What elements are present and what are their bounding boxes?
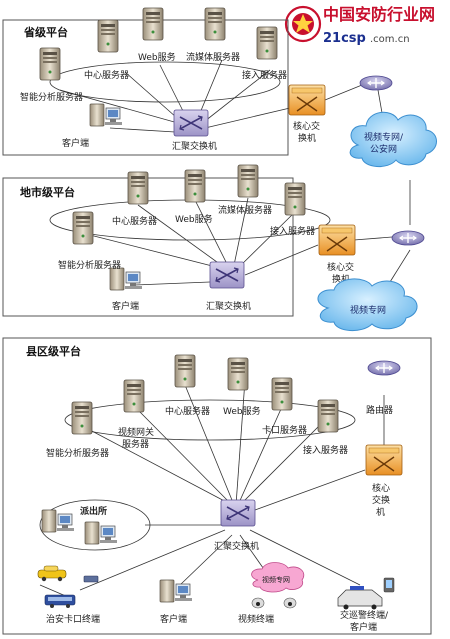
municipal-streaming-server-label: 流媒体服务器 bbox=[218, 204, 272, 216]
provincial-analysis-server-label: 智能分析服务器 bbox=[20, 91, 83, 103]
county-core-switch-label-2: 交换 bbox=[372, 494, 390, 506]
provincial-title: 省级平台 bbox=[23, 25, 68, 39]
logo-name-cn: 中国安防行业网 bbox=[323, 5, 435, 24]
police-station-label: 派出所 bbox=[80, 505, 107, 517]
logo-site: 21csp bbox=[323, 31, 366, 46]
video-camera-icon bbox=[251, 597, 297, 609]
municipal-core-switch-label-1: 核心交 bbox=[327, 261, 354, 273]
municipal-center-server-label: 中心服务器 bbox=[112, 215, 157, 227]
county-router-label: 路由器 bbox=[366, 404, 393, 416]
provincial-router-icon bbox=[359, 75, 393, 91]
video-network-label: 视频专网 bbox=[262, 575, 290, 584]
county-checkpoint-server-icon bbox=[271, 377, 293, 411]
municipal-agg-switch-icon bbox=[209, 261, 245, 289]
municipal-core-switch-icon bbox=[318, 224, 356, 256]
provincial-core-switch-label-2: 换机 bbox=[298, 132, 316, 144]
logo-domain: .com.cn bbox=[370, 34, 410, 45]
county-client-label: 客户端 bbox=[160, 613, 187, 625]
provincial-access-server-icon bbox=[256, 26, 278, 60]
county-title: 县区级平台 bbox=[26, 344, 81, 358]
provincial-client-pc-icon bbox=[89, 103, 123, 127]
municipal-title: 地市级平台 bbox=[20, 185, 75, 199]
county-gateway-server-label-2: 服务器 bbox=[122, 438, 149, 450]
municipal-web-server-icon bbox=[184, 169, 206, 203]
traffic-police-terminal-icon bbox=[337, 577, 395, 610]
county-checkpoint-server-label: 卡口服务器 bbox=[262, 424, 307, 436]
county-web-server-icon bbox=[227, 357, 249, 391]
checkpoint-terminal-label: 治安卡口终端 bbox=[46, 613, 100, 625]
municipal-agg-switch-label: 汇聚交换机 bbox=[206, 300, 251, 312]
county-gateway-server-label-1: 视频网关 bbox=[118, 426, 154, 438]
county-agg-switch-label: 汇聚交换机 bbox=[214, 540, 259, 552]
provincial-web-server-label: Web服务 bbox=[138, 51, 176, 63]
county-router-icon bbox=[367, 360, 401, 376]
municipal-center-server-icon bbox=[127, 171, 149, 205]
provincial-center-server-label: 中心服务器 bbox=[84, 69, 129, 81]
municipal-platform: 地市级平台 智能分析服务器 中心服务器 Web服务 流媒体服务器 接入服务器 客… bbox=[20, 164, 425, 312]
county-center-server-label: 中心服务器 bbox=[165, 405, 210, 417]
video-network-cloud: 视频专网 bbox=[251, 562, 305, 593]
county-center-server-icon bbox=[174, 354, 196, 388]
municipal-client-pc-icon bbox=[109, 267, 143, 291]
police-station-pc-1-icon bbox=[41, 509, 75, 533]
provincial-platform: 省级平台 智能分析服务器 中心服务器 Web服务 流媒体服务器 接入服务器 客户… bbox=[20, 7, 393, 152]
municipal-client-label: 客户端 bbox=[112, 300, 139, 312]
checkpoint-terminal-icon bbox=[37, 565, 99, 608]
cloud-mid-label: 视频专网 bbox=[350, 304, 386, 316]
traffic-terminal-label-2: 客户端 bbox=[350, 621, 377, 633]
county-access-server-label: 接入服务器 bbox=[303, 444, 348, 456]
county-core-switch-icon bbox=[365, 444, 403, 476]
provincial-center-server-icon bbox=[97, 19, 119, 53]
provincial-web-server-icon bbox=[142, 7, 164, 41]
county-frame bbox=[2, 337, 432, 635]
county-client-pc-icon bbox=[159, 579, 193, 603]
county-core-switch-label-3: 机 bbox=[376, 506, 385, 518]
site-logo: 中国安防行业网 21csp .com.cn bbox=[284, 5, 435, 46]
police-station-pc-2-icon bbox=[84, 521, 118, 545]
municipal-web-server-label: Web服务 bbox=[175, 213, 213, 225]
provincial-streaming-server-icon bbox=[204, 7, 226, 41]
provincial-client-label: 客户端 bbox=[62, 137, 89, 149]
provincial-core-switch-icon bbox=[288, 84, 326, 116]
county-core-switch-label-1: 核心 bbox=[372, 482, 390, 494]
provincial-streaming-server-label: 流媒体服务器 bbox=[186, 51, 240, 63]
provincial-core-switch-label-1: 核心交 bbox=[293, 120, 320, 132]
county-web-server-label: Web服务 bbox=[223, 405, 261, 417]
cloud-private-network-mid: 视频专网 bbox=[317, 278, 418, 331]
municipal-router-icon bbox=[391, 230, 425, 246]
provincial-agg-switch-label: 汇聚交换机 bbox=[172, 140, 217, 152]
municipal-streaming-server-icon bbox=[237, 164, 259, 198]
municipal-access-server-icon bbox=[284, 182, 306, 216]
cloud-top-label-2: 公安网 bbox=[370, 143, 397, 155]
county-analysis-server-label: 智能分析服务器 bbox=[46, 447, 109, 459]
county-analysis-server-icon bbox=[71, 401, 93, 435]
provincial-access-server-label: 接入服务器 bbox=[242, 69, 287, 81]
county-gateway-server-icon bbox=[123, 379, 145, 413]
logo-emblem-icon bbox=[284, 5, 322, 43]
traffic-terminal-label-1: 交巡警终端/ bbox=[340, 609, 389, 621]
video-terminal-label: 视频终端 bbox=[238, 613, 274, 625]
municipal-analysis-server-icon bbox=[72, 211, 94, 245]
municipal-access-server-label: 接入服务器 bbox=[270, 225, 315, 237]
county-access-server-icon bbox=[317, 399, 339, 433]
municipal-analysis-server-label: 智能分析服务器 bbox=[58, 259, 121, 271]
cloud-private-network-top: 视频专网/ 公安网 bbox=[349, 111, 437, 167]
cloud-top-label-1: 视频专网/ bbox=[364, 131, 404, 143]
county-agg-switch-icon bbox=[220, 499, 256, 527]
provincial-agg-switch-icon bbox=[173, 109, 209, 137]
county-platform: 县区级平台 视频专网 bbox=[26, 344, 403, 633]
provincial-analysis-server-icon bbox=[39, 47, 61, 81]
